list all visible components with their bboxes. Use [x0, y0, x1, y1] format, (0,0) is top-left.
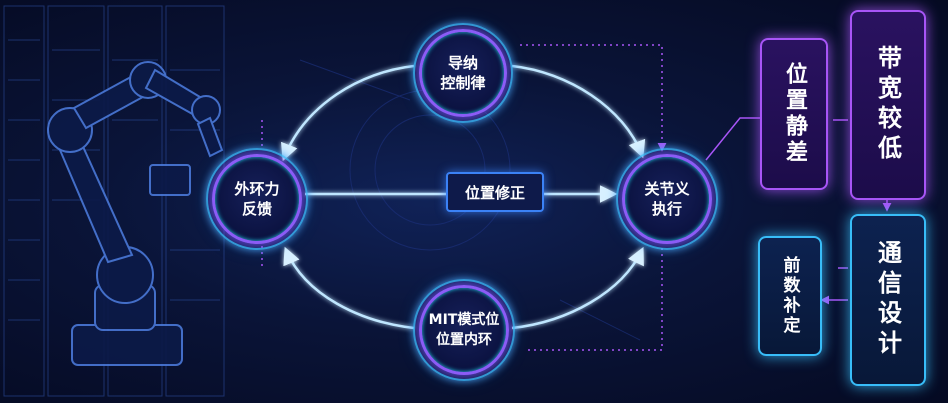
node-ring	[413, 23, 513, 123]
robot-arm-illustration	[47, 61, 224, 366]
card-feedforward: 前数补定	[758, 236, 822, 356]
node-ring	[616, 148, 718, 250]
node-guidance-label: 导纳 控制律	[440, 54, 486, 92]
position-correction-label: 位置修正	[464, 183, 525, 202]
card-low-bandwidth: 带宽较低	[850, 10, 926, 200]
node-force-feedback: 外环力 反馈	[206, 148, 308, 250]
node-mit-position-loop: MIT模式位 位置内环	[413, 279, 515, 381]
card-comm-design-label: 通信设计	[873, 240, 902, 360]
node-ring	[206, 148, 308, 250]
node-joint-label: 关节义 执行	[644, 180, 690, 218]
card-static-error: 位置静差	[760, 38, 828, 190]
node-mit-label: MIT模式位 位置内环	[428, 312, 500, 348]
node-ring	[413, 279, 515, 381]
position-correction-box: 位置修正	[446, 172, 544, 212]
node-joint-execution: 关节义 执行	[616, 148, 718, 250]
arrow-mit-to-force	[283, 246, 415, 330]
card-feedforward-label: 前数补定	[779, 256, 800, 336]
background-circuit	[299, 59, 641, 341]
card-static-error-label: 位置静差	[782, 62, 807, 166]
node-force-label: 外环力 反馈	[234, 180, 280, 218]
card-low-bandwidth-label: 带宽较低	[873, 45, 902, 165]
arrow-mit-to-joint	[511, 246, 644, 330]
arrow-guidance-to-force	[281, 64, 415, 162]
dotted-connectors	[261, 44, 667, 351]
arrow-guidance-to-joint	[511, 64, 646, 159]
node-guidance-control: 导纳 控制律	[413, 23, 513, 123]
card-connectors	[705, 117, 892, 305]
card-comm-design: 通信设计	[850, 214, 926, 386]
